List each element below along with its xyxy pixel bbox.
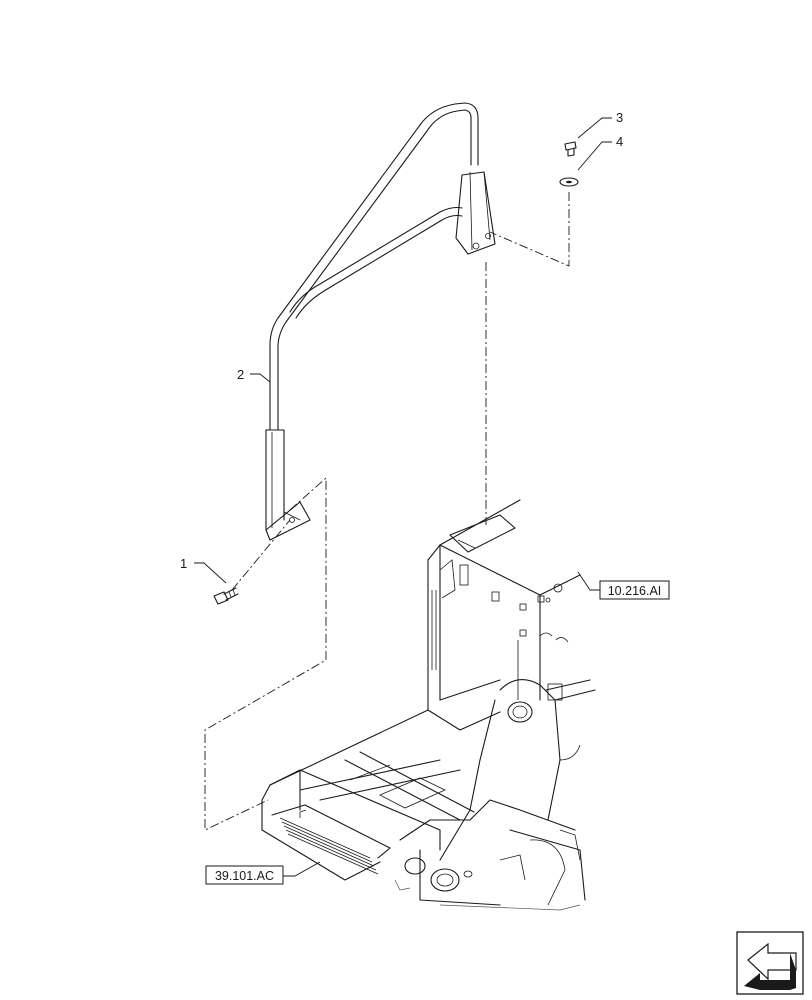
handrail [265, 102, 496, 541]
next-page-arrow-icon[interactable] [736, 931, 804, 995]
callout-4: 4 [616, 134, 623, 149]
screw-part-3 [564, 141, 577, 157]
machine-frame [261, 499, 596, 911]
bolt-part-1 [213, 587, 239, 605]
callout-1: 1 [180, 556, 187, 571]
ref-box-cab[interactable]: 10.216.AI [599, 580, 670, 600]
ref-box-step[interactable]: 39.101.AC [205, 865, 284, 885]
ref-label-cab: 10.216.AI [608, 584, 662, 598]
leader-lines [194, 117, 612, 877]
ref-label-step: 39.101.AC [215, 869, 274, 883]
assembly-lines [204, 192, 570, 831]
washer-part-4 [559, 177, 579, 187]
callout-3: 3 [616, 110, 623, 125]
callout-2: 2 [237, 367, 244, 382]
